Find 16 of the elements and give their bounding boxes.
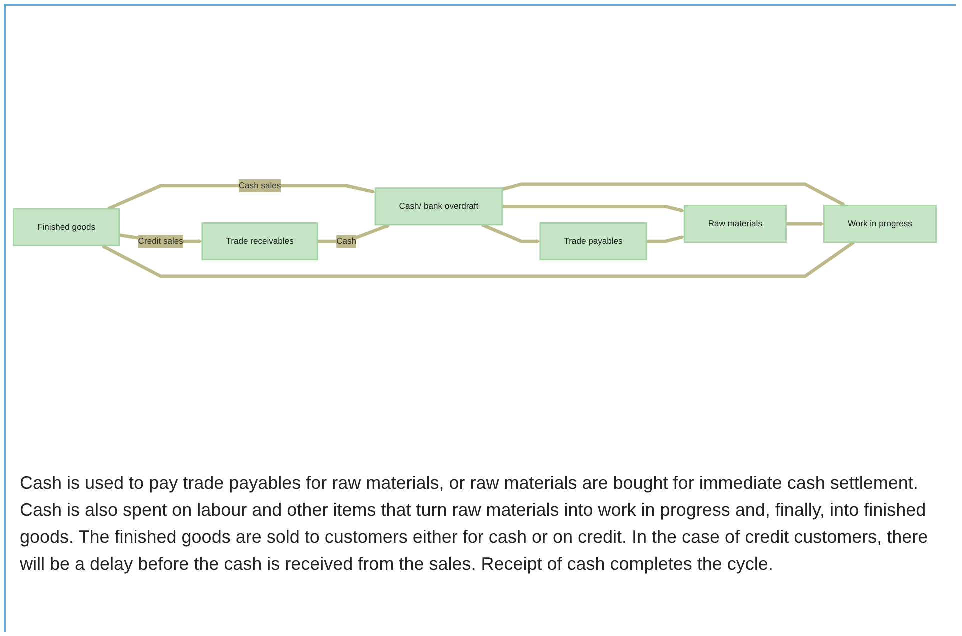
arrow <box>502 204 685 213</box>
node-box: Finished goods <box>13 208 120 246</box>
caption: Cash is used to pay trade payables for raw materials, or raw materials are bought for immediate cash settlement. Cash is also spent on labour and other items that turn raw materials into work in progress and, finally, into finished goods. The finished goods are sold to customers either for cash or on credit. In the case of credit customers, there will be a delay before the cash is received from the sales. Receipt of cash completes the cycle. <box>20 472 930 576</box>
edge-label: Cash sales <box>238 180 282 190</box>
arrow <box>646 236 685 244</box>
node-box: Trade payables <box>540 222 648 261</box>
arrow <box>482 223 541 244</box>
node-box: Trade receivables <box>202 222 318 261</box>
arrow <box>502 182 846 206</box>
edge-label: Credit sales <box>138 236 184 246</box>
arrow <box>786 222 824 226</box>
node-box: Cash/ bank overdraft <box>374 188 504 226</box>
node-box: Raw materials <box>684 205 787 244</box>
edge-label: Cash <box>336 236 357 246</box>
arrow <box>101 241 855 278</box>
node-box: Work in progress <box>824 205 937 244</box>
